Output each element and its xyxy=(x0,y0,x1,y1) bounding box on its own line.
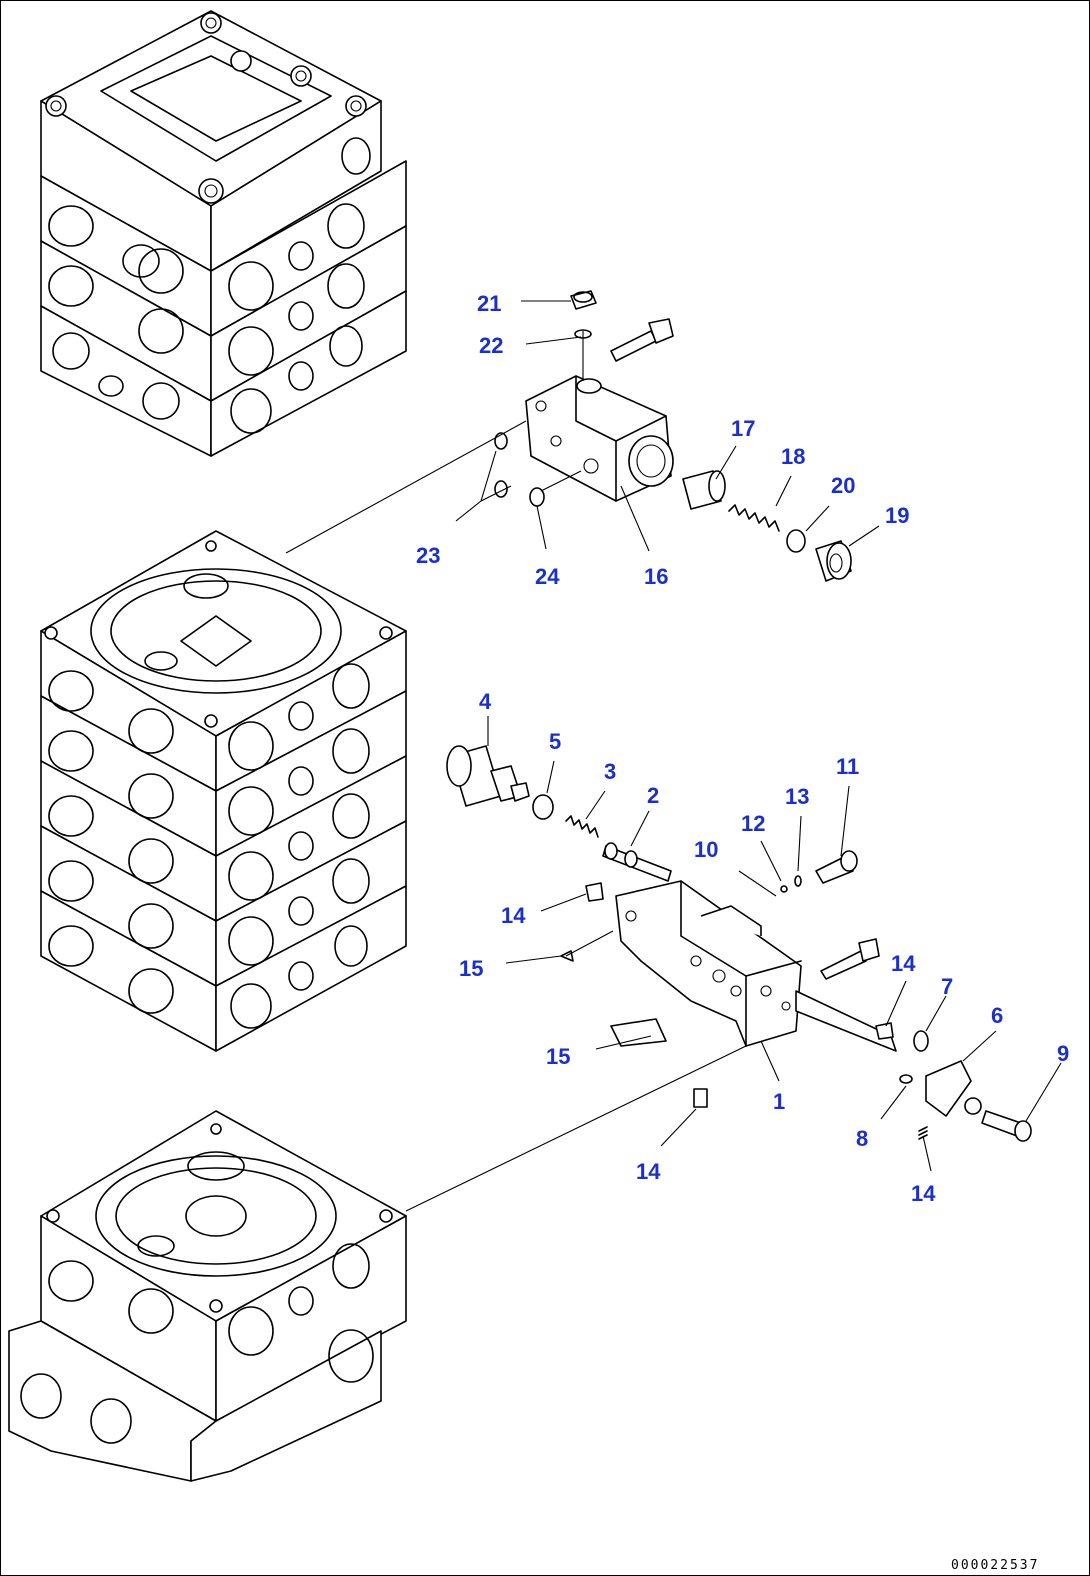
label-9: 9 xyxy=(1057,1041,1069,1066)
bottom-valve-block xyxy=(8,1110,407,1482)
part-2-spool xyxy=(602,842,672,882)
mounting-bolt-upper xyxy=(610,318,674,362)
label-3: 3 xyxy=(604,759,616,784)
part-7-cap xyxy=(913,1030,929,1052)
part-14-plug-c xyxy=(693,1088,708,1108)
label-1: 1 xyxy=(773,1089,785,1114)
label-23: 23 xyxy=(416,543,440,568)
label-2: 2 xyxy=(647,783,659,808)
part-1-body xyxy=(610,880,897,1052)
part-5-o-ring xyxy=(532,794,554,820)
part-23-o-ring-2 xyxy=(494,480,508,498)
label-15-b: 15 xyxy=(546,1044,570,1069)
label-14-b: 14 xyxy=(891,951,916,976)
part-16-housing xyxy=(525,375,674,502)
part-3-spring xyxy=(565,815,599,838)
part-9-bolt xyxy=(981,1110,1032,1142)
part-17-sleeve xyxy=(682,470,726,510)
part-4-solenoid xyxy=(446,745,530,807)
label-21: 21 xyxy=(477,291,501,316)
part-14-plug-b xyxy=(875,1022,894,1040)
label-4: 4 xyxy=(479,689,492,714)
label-17: 17 xyxy=(731,416,755,441)
reference-code: 000022537 xyxy=(951,1558,1039,1573)
part-20-o-ring xyxy=(786,529,806,553)
part-14-plug-a xyxy=(585,882,604,902)
label-5: 5 xyxy=(549,729,561,754)
label-14-a: 14 xyxy=(501,903,526,928)
label-7: 7 xyxy=(941,974,953,999)
label-22: 22 xyxy=(479,333,503,358)
top-valve-block xyxy=(40,10,407,457)
part-19-plug xyxy=(815,540,852,582)
label-24: 24 xyxy=(535,564,560,589)
label-14-d: 14 xyxy=(911,1181,936,1206)
label-18: 18 xyxy=(781,444,805,469)
label-8: 8 xyxy=(856,1126,868,1151)
part-12-ball xyxy=(780,885,788,893)
label-10: 10 xyxy=(694,837,718,862)
label-20: 20 xyxy=(831,473,855,498)
leader-lines xyxy=(455,300,1062,1172)
label-6: 6 xyxy=(991,1003,1003,1028)
part-11-plug xyxy=(815,850,858,884)
part-21-plug xyxy=(570,290,597,310)
label-11: 11 xyxy=(836,754,859,779)
part-18-spring xyxy=(728,504,780,532)
label-12: 12 xyxy=(741,811,765,836)
label-19: 19 xyxy=(885,503,909,528)
label-15-a: 15 xyxy=(459,956,483,981)
assembly-lines xyxy=(285,420,747,1212)
part-15-small xyxy=(560,950,574,962)
label-13: 13 xyxy=(785,784,809,809)
part-13-seat xyxy=(794,875,802,887)
part-8-pin xyxy=(899,1074,913,1084)
part-6-lever xyxy=(925,1060,982,1117)
middle-valve-block xyxy=(40,530,407,1052)
mounting-bolt-lower xyxy=(820,938,880,980)
label-14-c: 14 xyxy=(636,1159,661,1184)
label-16: 16 xyxy=(644,564,668,589)
part-23-o-ring xyxy=(494,432,508,450)
part-labels: 21 22 17 18 20 19 23 24 16 4 5 3 2 11 13… xyxy=(416,291,1069,1206)
